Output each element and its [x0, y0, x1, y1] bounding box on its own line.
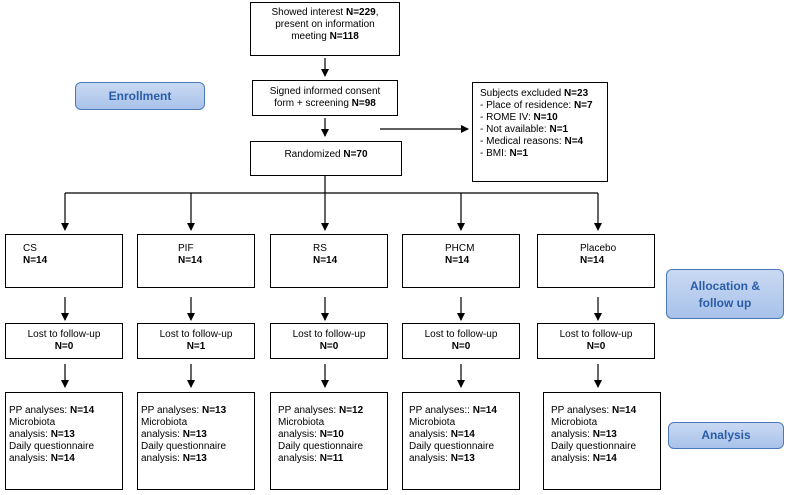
consent-label: Signed informed consent — [269, 86, 381, 97]
meeting-count: N=118 — [329, 31, 359, 42]
lost-box: Lost to follow-up N=0 — [5, 323, 123, 359]
consent-box: Signed informed consent form + screening… — [252, 80, 398, 116]
lost-label: Lost to follow-up — [424, 329, 498, 340]
enrollment-stage-label: Enrollment — [75, 82, 205, 110]
randomized-box: Randomized N=70 — [250, 141, 402, 176]
screening-label: form + screening — [274, 98, 352, 109]
meeting-label: meeting — [291, 31, 330, 42]
arm-box: PHCM N=14 — [402, 234, 520, 288]
excluded-item: - ROME IV: N=10 — [480, 112, 558, 123]
arm-name: RS — [313, 243, 327, 254]
lost-label: Lost to follow-up — [27, 329, 101, 340]
lost-box: Lost to follow-up N=1 — [137, 323, 255, 359]
lost-label: Lost to follow-up — [292, 329, 366, 340]
arm-box: Placebo N=14 — [537, 234, 655, 288]
excluded-box: Subjects excluded N=23 - Place of reside… — [472, 82, 608, 182]
information-label: present on information — [275, 19, 375, 30]
arm-count: N=14 — [178, 255, 203, 266]
analysis-box: PP analyses: N=14 Microbiota analysis: N… — [543, 392, 661, 490]
randomized-count: N=70 — [343, 149, 368, 160]
lost-box: Lost to follow-up N=0 — [537, 323, 655, 359]
lost-box: Lost to follow-up N=0 — [270, 323, 388, 359]
interest-label: Showed interest — [271, 7, 346, 18]
arm-name: PIF — [178, 243, 194, 254]
analysis-box: PP analyses: N=13 Microbiota analysis: N… — [137, 392, 255, 490]
analysis-box: PP analyses: N=14 Microbiota analysis: N… — [5, 392, 123, 490]
arm-count: N=14 — [313, 255, 338, 266]
analysis-box: PP analyses:: N=14 Microbiota analysis: … — [402, 392, 520, 490]
lost-label: Lost to follow-up — [159, 329, 233, 340]
lost-label: Lost to follow-up — [559, 329, 633, 340]
excluded-item: - Not available: N=1 — [480, 124, 569, 135]
randomized-label: Randomized — [284, 149, 344, 160]
allocation-stage-label: Allocation & follow up — [666, 269, 784, 319]
interest-box: Showed interest N=229, present on inform… — [250, 2, 400, 56]
lost-count: N=0 — [451, 341, 471, 352]
excluded-count: N=23 — [563, 88, 589, 99]
arm-count: N=14 — [580, 255, 605, 266]
excluded-item: - BMI: N=1 — [480, 148, 529, 159]
analysis-box: PP analyses: N=12 Microbiota analysis: N… — [270, 392, 388, 490]
lost-count: N=0 — [586, 341, 606, 352]
lost-count: N=0 — [54, 341, 74, 352]
arm-box: RS N=14 — [270, 234, 388, 288]
consent-count: N=98 — [351, 98, 376, 109]
arm-box: CS N=14 — [5, 234, 123, 288]
arm-count: N=14 — [23, 255, 48, 266]
arm-name: CS — [23, 243, 37, 254]
lost-count: N=0 — [319, 341, 339, 352]
interest-count: N=229 — [345, 7, 376, 18]
arm-name: Placebo — [580, 243, 617, 254]
excluded-item: - Medical reasons: N=4 — [480, 136, 584, 147]
arm-box: PIF N=14 — [137, 234, 255, 288]
excluded-title: Subjects excluded — [480, 88, 564, 99]
lost-box: Lost to follow-up N=0 — [402, 323, 520, 359]
arm-count: N=14 — [445, 255, 470, 266]
lost-count: N=1 — [186, 341, 206, 352]
analysis-stage-label: Analysis — [668, 422, 784, 449]
arm-name: PHCM — [445, 243, 475, 254]
excluded-item: - Place of residence: N=7 — [480, 100, 593, 111]
interest-comma: , — [375, 7, 379, 18]
